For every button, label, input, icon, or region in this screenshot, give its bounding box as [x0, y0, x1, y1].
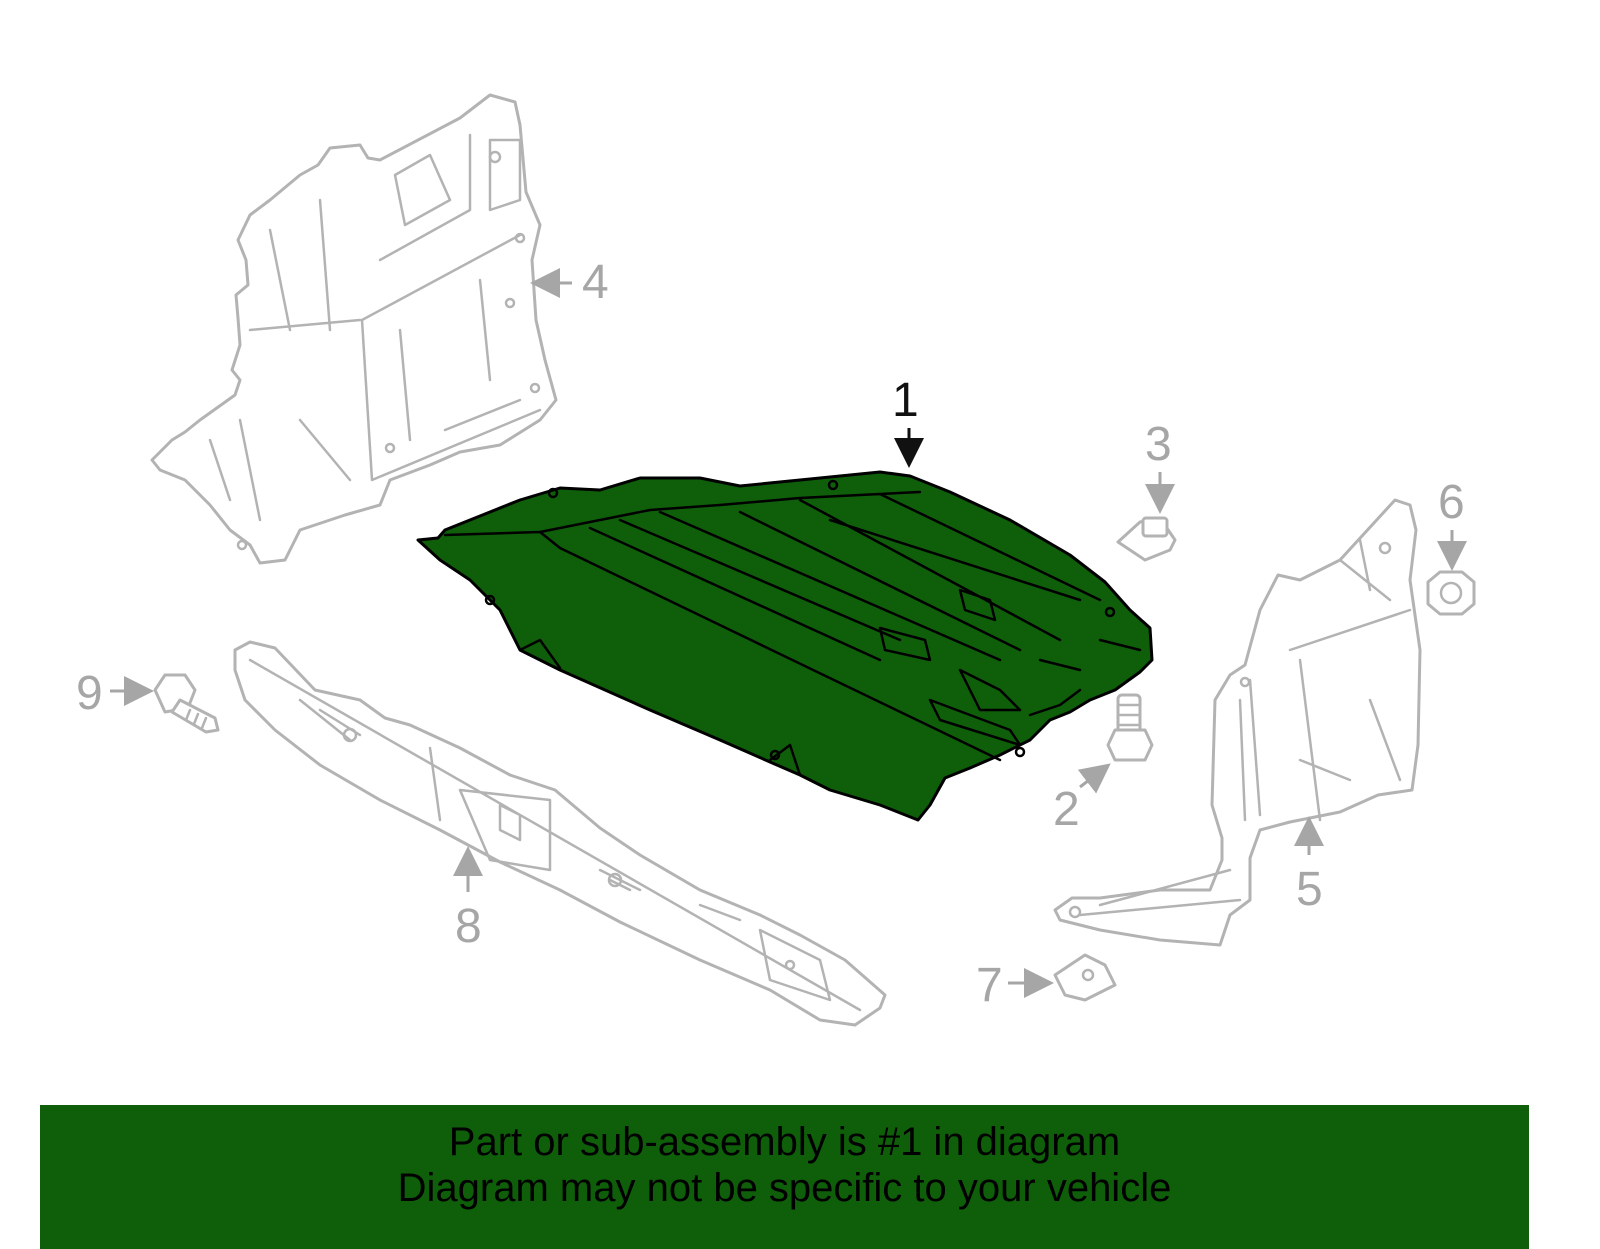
callout-5: 5 [1294, 816, 1324, 916]
callout-label: 8 [455, 900, 482, 953]
banner-line-2: Diagram may not be specific to your vehi… [397, 1166, 1172, 1210]
callout-label: 2 [1053, 783, 1080, 836]
part-7-clip [1053, 953, 1117, 1002]
callout-9: 9 [76, 667, 154, 720]
callout-3: 3 [1145, 418, 1175, 514]
part-4-splash-shield-left [150, 93, 558, 565]
callout-label: 9 [76, 667, 103, 720]
callout-7: 7 [976, 959, 1054, 1012]
banner-line-1: Part or sub-assembly is #1 in diagram [448, 1120, 1121, 1164]
callout-1: 1 [892, 374, 924, 468]
callout-label: 6 [1438, 476, 1465, 529]
callout-label: 4 [582, 256, 609, 309]
part-1-engine-under-cover [416, 470, 1154, 822]
part-9-bolt [153, 673, 220, 734]
callout-label: 3 [1145, 418, 1172, 471]
callout-8: 8 [453, 846, 483, 953]
callout-label: 1 [892, 374, 919, 427]
callout-label: 7 [976, 959, 1003, 1012]
callout-6: 6 [1437, 476, 1467, 571]
callout-2: 2 [1053, 763, 1111, 836]
callout-label: 5 [1296, 863, 1323, 916]
part-8-lower-deflector [233, 640, 887, 1027]
part-6-nut [1426, 570, 1476, 616]
callout-4: 4 [530, 256, 609, 309]
part-3-clip-nut [1116, 516, 1177, 562]
part-2-bolt [1106, 693, 1154, 762]
part-5-splash-shield-right [1053, 498, 1422, 947]
parts-diagram: 1 2 3 4 5 6 7 8 9 [76, 93, 1476, 1027]
info-banner: Part or sub-assembly is #1 in diagram Di… [40, 1105, 1529, 1249]
